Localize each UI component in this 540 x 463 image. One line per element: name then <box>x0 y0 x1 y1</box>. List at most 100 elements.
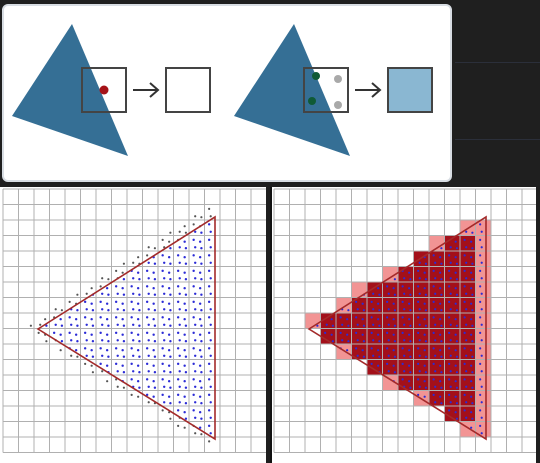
sample-dot-inside <box>183 271 186 274</box>
sample-dot-inside <box>471 340 474 343</box>
sample-dot-inside <box>161 393 164 397</box>
sample-dot-inside <box>417 285 420 288</box>
sample-dot-inside <box>463 347 466 350</box>
sample-dot-inside <box>330 318 333 321</box>
sample-dot-inside <box>169 293 172 296</box>
sample-dot-inside <box>479 331 482 334</box>
sample-dot-inside <box>91 324 95 327</box>
sample-dot-inside <box>480 308 483 311</box>
sample-dot-inside <box>439 349 442 352</box>
sample-dot-inside <box>130 300 133 304</box>
sample-dot-inside <box>198 302 202 305</box>
sample-dot-inside <box>401 300 404 303</box>
sample-dot-inside <box>454 240 457 243</box>
sample-dot-inside <box>121 287 124 290</box>
sample-dot-inside <box>387 323 390 326</box>
sample-dot-inside <box>176 285 180 288</box>
sample-dot-inside <box>163 308 166 311</box>
sample-dot-outside <box>209 215 212 218</box>
sample-dot-inside <box>377 349 380 352</box>
sample-dot-inside <box>145 362 149 366</box>
sample-dot-inside <box>194 339 197 342</box>
sample-dot-inside <box>479 300 482 303</box>
sample-dot-inside <box>138 340 141 343</box>
sample-dot-inside <box>99 362 102 366</box>
sample-dot-inside <box>54 323 57 326</box>
sample-dot-inside <box>178 385 181 388</box>
sample-dot-inside <box>439 271 442 274</box>
sample-dot-inside <box>316 324 319 327</box>
sample-dot-inside <box>465 416 468 419</box>
sample-dot-inside <box>449 246 452 249</box>
sample-dot-inside <box>362 309 365 312</box>
sample-dot-inside <box>434 277 437 280</box>
sample-dot-inside <box>99 300 102 304</box>
sample-dot-inside <box>183 364 186 367</box>
sample-dot-inside <box>116 370 119 373</box>
sample-dot-inside <box>198 256 202 259</box>
right-arrow-icon <box>133 82 160 98</box>
sample-dot-inside <box>194 230 197 233</box>
sample-dot-inside <box>341 323 344 326</box>
sample-dot-inside <box>74 333 78 336</box>
sample-dot-inside <box>470 333 473 336</box>
sample-dot-inside <box>330 333 333 336</box>
sample-dot-inside <box>121 364 124 367</box>
sample-dot-inside <box>439 364 442 367</box>
sample-dot-inside <box>207 254 211 257</box>
sample-dot-inside <box>341 339 344 342</box>
sample-dot-outside <box>147 246 150 249</box>
sample-dot-inside <box>147 370 150 373</box>
sample-dot-inside <box>471 417 474 420</box>
sample-dot-inside <box>409 309 412 312</box>
coverage-cell <box>320 313 336 329</box>
sample-dot-inside <box>449 385 452 388</box>
sample-dot-inside <box>178 339 181 342</box>
sample-dot-inside <box>471 231 474 234</box>
sample-dot-inside <box>386 362 389 365</box>
sample-dot-inside <box>432 285 435 288</box>
sample-dot-inside <box>356 354 359 357</box>
sample-dot-inside <box>440 262 443 265</box>
sample-dot-inside <box>194 308 197 311</box>
sample-dot-inside <box>194 246 197 249</box>
sample-dot-inside <box>418 261 421 264</box>
sample-dot-inside <box>439 287 442 290</box>
sample-dot-inside <box>200 417 203 420</box>
sample-dot-inside <box>184 247 188 250</box>
sample-dot-outside <box>54 308 57 311</box>
sample-dot-inside <box>184 324 188 327</box>
sample-dot-inside <box>423 271 426 274</box>
sample-dot-inside <box>207 378 211 381</box>
sample-dot-inside <box>439 380 442 383</box>
sample-dot-inside <box>138 293 141 296</box>
sample-dot-inside <box>362 355 365 358</box>
sample-dot-inside <box>454 271 457 274</box>
sample-dot-inside <box>417 393 420 396</box>
sample-dot-inside <box>470 380 473 383</box>
sample-dot-inside <box>465 230 468 233</box>
sample-dot-inside <box>417 269 420 272</box>
sample-dot-inside <box>176 393 180 397</box>
sample-dot-outside <box>184 231 187 234</box>
sample-dot-inside <box>449 370 452 373</box>
sample-dot-outside <box>37 331 40 334</box>
sample-dot-inside <box>480 246 483 249</box>
sample-dot-inside <box>440 324 443 327</box>
sample-dot-inside <box>432 393 435 396</box>
sample-dot-inside <box>370 347 373 350</box>
sample-dot-inside <box>116 308 119 311</box>
sample-dot-inside <box>387 292 390 295</box>
sample-dot-inside <box>465 339 468 342</box>
sample-dot-inside <box>169 324 172 327</box>
sample-dot-inside <box>130 347 133 350</box>
sample-dot-inside <box>132 277 135 280</box>
sample-dot-inside <box>448 362 451 365</box>
sample-dot-inside <box>408 287 411 290</box>
sample-dot-inside <box>423 349 426 352</box>
sample-dot-inside <box>153 262 157 265</box>
sample-dot-inside <box>85 323 88 326</box>
sample-dot-inside <box>184 417 188 420</box>
sample-dot-inside <box>192 347 195 350</box>
sample-dot-inside <box>448 409 451 412</box>
